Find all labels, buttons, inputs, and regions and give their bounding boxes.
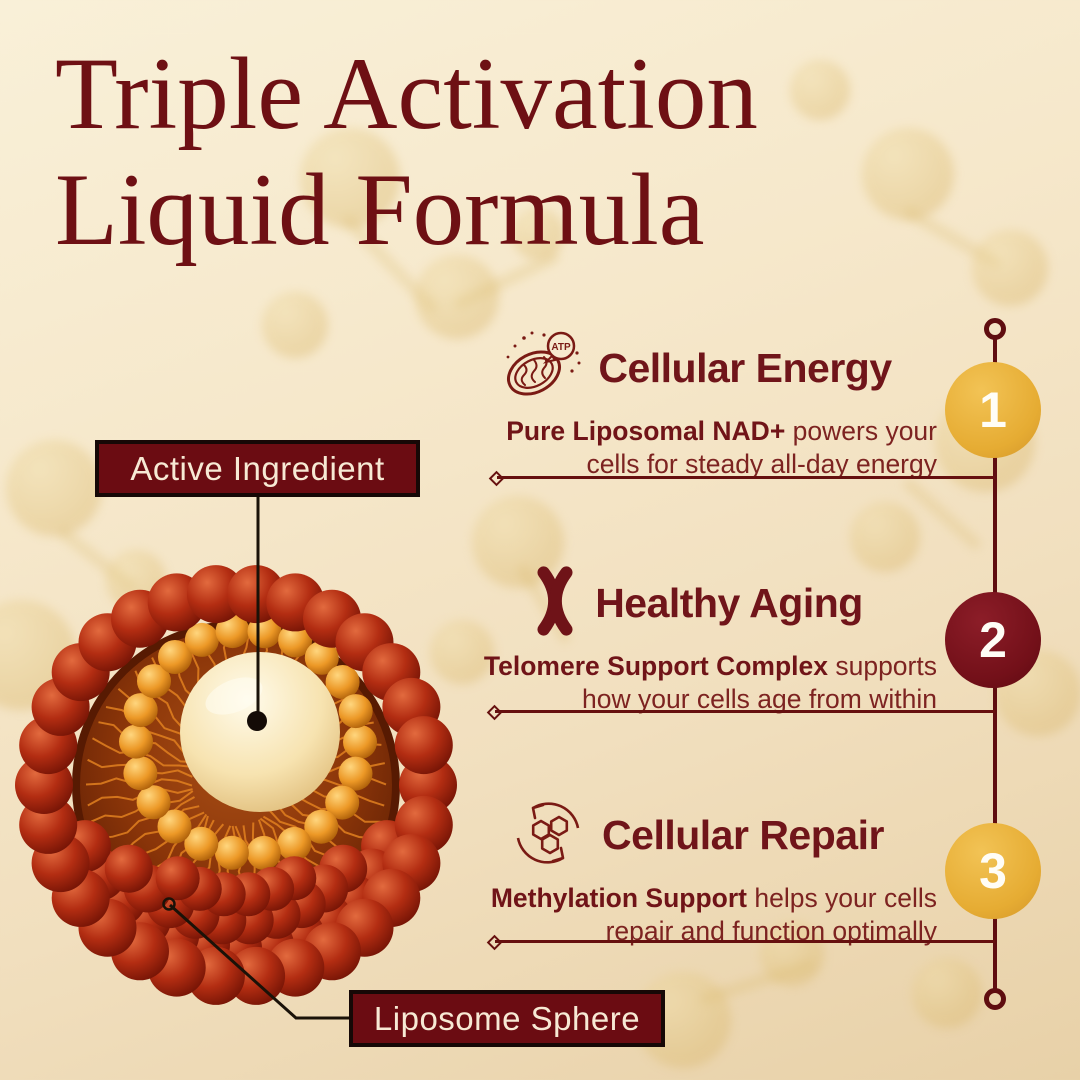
feature-heading: Healthy Aging bbox=[595, 579, 863, 626]
timeline-start-ring bbox=[984, 318, 1006, 340]
active-ingredient-label: Active Ingredient bbox=[95, 440, 420, 497]
mitochondria-atp-icon: ATP bbox=[500, 329, 584, 408]
page-title-line1: Triple Activation bbox=[55, 37, 758, 151]
feature-section-cellular-energy: ATP Cellular Energy Pure Liposomal NAD+ … bbox=[455, 330, 937, 481]
step-badge-3: 3 bbox=[945, 823, 1041, 919]
feature-description: Methylation Support helps your cells rep… bbox=[490, 883, 937, 946]
page-title-line2: Liquid Formula bbox=[55, 153, 705, 267]
separator-line-1 bbox=[497, 476, 995, 479]
separator-line-2 bbox=[495, 710, 995, 713]
step-badge-2: 2 bbox=[945, 592, 1041, 688]
svg-text:ATP: ATP bbox=[552, 342, 572, 353]
hexagon-recycle-icon bbox=[508, 796, 588, 875]
feature-heading: Cellular Repair bbox=[602, 811, 884, 858]
chromosome-icon bbox=[529, 565, 581, 642]
feature-heading: Cellular Energy bbox=[598, 344, 892, 391]
feature-description: Pure Liposomal NAD+ powers your cells fo… bbox=[506, 416, 937, 479]
feature-section-cellular-repair: Cellular Repair Methylation Support help… bbox=[455, 797, 937, 948]
feature-description: Telomere Support Complex supports how yo… bbox=[483, 651, 937, 714]
separator-line-3 bbox=[495, 940, 995, 943]
liposome-illustration bbox=[15, 565, 457, 1005]
feature-section-healthy-aging: Healthy Aging Telomere Support Complex s… bbox=[455, 565, 937, 716]
liposome-sphere-label: Liposome Sphere bbox=[349, 990, 665, 1047]
timeline-end-ring bbox=[984, 988, 1006, 1010]
step-badge-1: 1 bbox=[945, 362, 1041, 458]
page-title: Triple Activation Liquid Formula bbox=[55, 36, 758, 268]
